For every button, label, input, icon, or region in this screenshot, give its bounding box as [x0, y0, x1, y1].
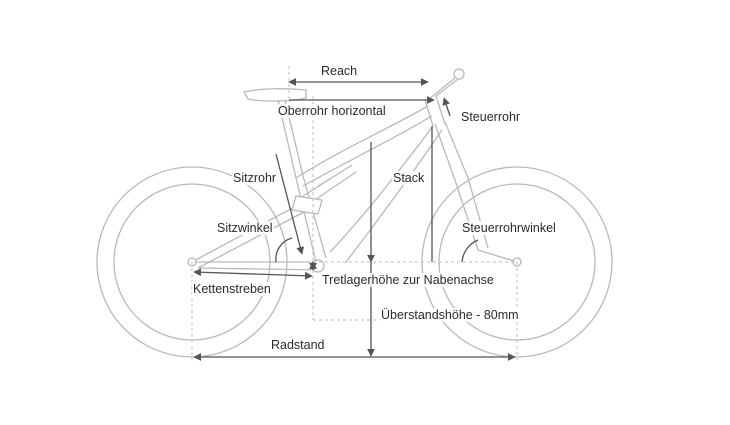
tretlagerhoehe-label: Tretlagerhöhe zur Nabenachse	[321, 273, 495, 287]
sitzwinkel-label: Sitzwinkel	[216, 221, 274, 235]
oberrohr-horizontal-label: Oberrohr horizontal	[277, 104, 387, 118]
chain-stay	[192, 261, 323, 271]
down-tube	[329, 125, 443, 263]
kettenstreben-line	[193, 268, 313, 280]
kettenstreben-label: Kettenstreben	[192, 282, 272, 296]
sitzwinkel-arc	[275, 237, 293, 263]
sitzrohr-label: Sitzrohr	[232, 171, 278, 185]
radstand-label: Radstand	[270, 338, 326, 352]
stem	[427, 75, 463, 101]
steuerrohr-arrow	[442, 97, 451, 117]
saddle	[242, 88, 307, 102]
steuerrohrwinkel-arc	[461, 239, 479, 263]
sitzrohr-line	[275, 153, 305, 255]
ueberstandshoehe-label: Überstandshöhe - 80mm	[380, 308, 520, 322]
head-tube	[424, 95, 446, 127]
rocker-link	[291, 195, 323, 215]
steuerrohr-label: Steuerrohr	[460, 110, 522, 124]
reach-label: Reach	[320, 64, 359, 78]
stack-label: Stack	[392, 171, 426, 185]
steuerrohrwinkel-label: Steuerrohrwinkel	[461, 221, 557, 235]
